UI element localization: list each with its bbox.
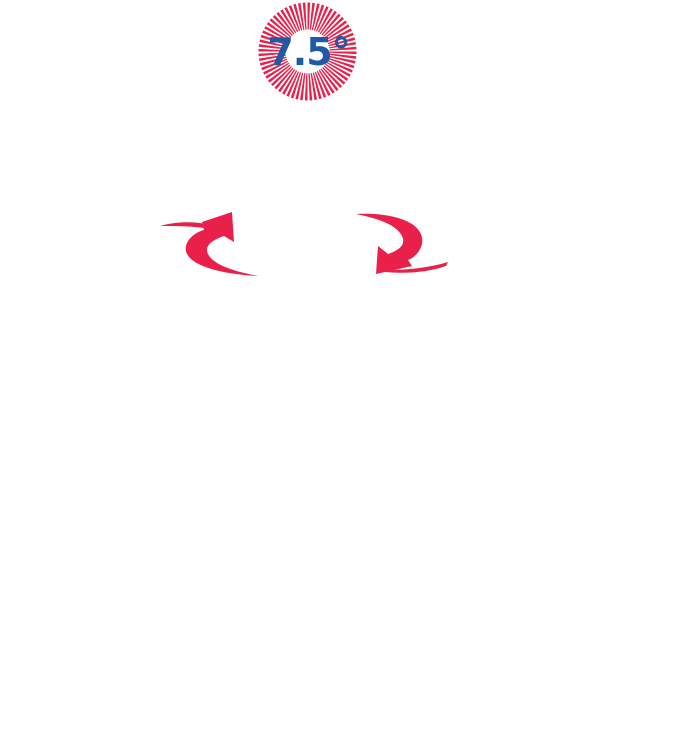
rotate-clockwise-arrow-icon [356, 213, 448, 274]
sunburst-center [285, 29, 330, 74]
sunburst-icon [258, 2, 357, 101]
tilt-angle-badge: 7.5° [258, 2, 357, 101]
rotate-counterclockwise-arrow-icon [160, 212, 258, 276]
tilt-angle-value: 7.5° [267, 29, 350, 74]
